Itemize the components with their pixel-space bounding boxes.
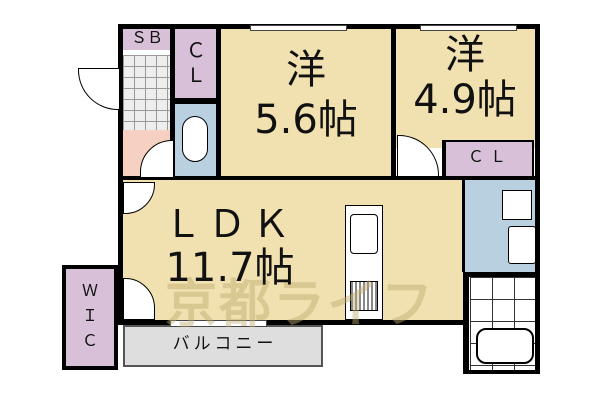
wall-room-divider xyxy=(391,24,396,180)
western-room-2 xyxy=(395,28,535,148)
western-room-1 xyxy=(220,28,392,178)
shoe-box-label: ＳＢ xyxy=(130,28,163,47)
kitchen-counter xyxy=(345,205,383,320)
washbasin-icon xyxy=(508,226,536,264)
bathtub-icon xyxy=(476,328,534,364)
shoe-box xyxy=(123,28,171,50)
wic-label-c: Ｃ xyxy=(81,331,98,350)
toilet-room xyxy=(174,104,218,178)
wic-label-w: Ｗ xyxy=(81,281,98,300)
sink-icon xyxy=(350,214,378,254)
room2-size: 4.9帖 xyxy=(413,77,517,123)
washing-machine-icon xyxy=(502,190,532,220)
wall-right xyxy=(535,24,540,374)
window-ldk-balcony xyxy=(170,320,267,327)
stove-icon xyxy=(350,281,378,311)
wall-left xyxy=(118,24,123,324)
window-room2 xyxy=(420,25,517,31)
wall-wash-left xyxy=(462,180,465,272)
wall-bath-bottom xyxy=(463,370,540,374)
ldk-type: ＬＤＫ xyxy=(163,202,296,246)
closet1-label-top: Ｃ xyxy=(186,38,206,62)
wall-toilet-top xyxy=(170,98,220,104)
room2-type: 洋 xyxy=(445,32,485,78)
walk-in-closet xyxy=(62,265,118,370)
wic-label-i: Ｉ xyxy=(81,306,98,325)
closet1-label-bottom: Ｌ xyxy=(186,63,206,87)
balcony-label: バルコニー xyxy=(172,334,278,354)
room1-size: 5.6帖 xyxy=(254,97,358,143)
entrance-tiles xyxy=(123,55,171,130)
window-room1 xyxy=(250,25,347,31)
wic-door[interactable] xyxy=(123,278,155,320)
entrance-door[interactable] xyxy=(78,68,120,110)
ldk-size: 11.7帖 xyxy=(165,245,295,291)
wall-ldk-top xyxy=(118,176,539,180)
watermark: 京都ライフ xyxy=(165,275,436,335)
closet-1 xyxy=(174,28,218,98)
wall-bath-left xyxy=(463,272,469,374)
wall-ldk-bottom xyxy=(118,320,465,325)
ldk-room xyxy=(123,180,463,320)
room1-type: 洋 xyxy=(286,47,326,93)
closet2-label: ＣＬ xyxy=(467,147,512,166)
toilet-icon xyxy=(182,116,208,162)
wall-bath-top xyxy=(463,272,540,277)
